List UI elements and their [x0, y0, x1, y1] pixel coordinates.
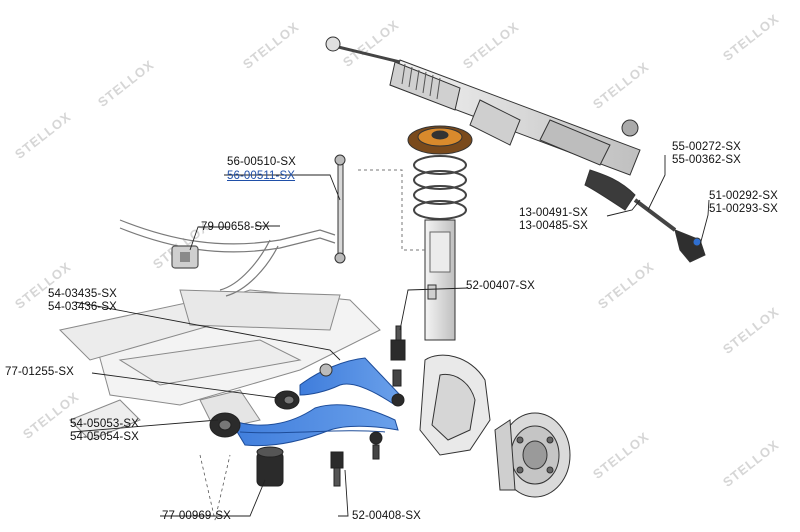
knuckle-drawing — [419, 354, 491, 456]
hub-drawing — [494, 412, 571, 498]
part-number-arm-bush-rear: 77-00969-SX — [162, 510, 231, 522]
part-number-lower-arm-1: 54-05053-SX — [70, 418, 139, 430]
ball-joints-drawing — [330, 325, 406, 487]
part-number-upper-arm-2: 54-03436-SX — [48, 301, 117, 313]
part-number-lower-arm-2: 54-05054-SX — [70, 431, 139, 443]
part-number-tie-rod-end-2: 51-00293-SX — [709, 203, 778, 215]
part-number-boot-1: 55-00272-SX — [672, 141, 741, 153]
part-number-ball-joint-upper: 52-00407-SX — [466, 280, 535, 292]
lower-arm-drawing — [228, 404, 399, 447]
stabilizer-bar-drawing — [119, 219, 336, 297]
part-number-stabilizer-bush: 79-00658-SX — [201, 221, 270, 233]
guide-lines — [358, 169, 425, 251]
stabilizer-link-drawing — [334, 154, 346, 264]
part-number-arm-bush: 77-01255-SX — [5, 366, 74, 378]
steering-rack-drawing — [325, 36, 706, 263]
part-number-boot-2: 55-00362-SX — [672, 154, 741, 166]
part-number-upper-arm-1: 54-03435-SX — [48, 288, 117, 300]
part-number-stabilizer-link-1: 56-00510-SX — [227, 156, 296, 168]
bushings-drawing — [209, 390, 300, 487]
part-number-ball-joint-lower: 52-00408-SX — [352, 510, 421, 522]
part-number-axial-joint-2: 13-00485-SX — [519, 220, 588, 232]
strut-drawing — [407, 125, 473, 341]
part-number-axial-joint-1: 13-00491-SX — [519, 207, 588, 219]
leader-lines — [71, 155, 710, 517]
part-number-tie-rod-end-1: 51-00292-SX — [709, 190, 778, 202]
part-number-stabilizer-link-2[interactable]: 56-00511-SX — [227, 170, 296, 182]
upper-arm-drawing — [299, 357, 401, 406]
